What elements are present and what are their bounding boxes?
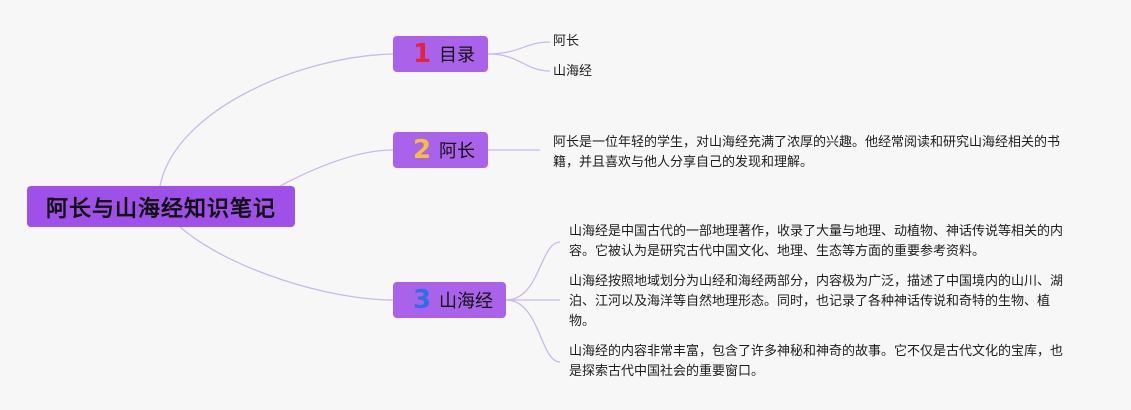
shanhaijing-paragraph-1[interactable]: 山海经是中国古代的一部地理著作，收录了大量与地理、动植物、神话传说等相关的内容。…: [569, 224, 1064, 259]
link-root-to-shanhaijing: [179, 226, 394, 301]
link-root-to-mulu: [159, 53, 394, 187]
number-one-icon: 1: [412, 39, 432, 69]
link-shj-to-para3: [505, 299, 561, 363]
number-two-icon: 2: [412, 135, 432, 165]
link-mulu-to-leaf-achang: [487, 41, 551, 55]
branch-label-mulu: 目录: [439, 45, 475, 66]
number-three-icon: 3: [412, 285, 432, 315]
link-mulu-to-leaf-shanhaijing: [487, 53, 551, 72]
branch-label-achang: 阿长: [439, 141, 475, 162]
shanhaijing-paragraph-2[interactable]: 山海经按照地域划分为山经和海经两部分，内容极为广泛，描述了中国境内的山川、湖泊、…: [569, 274, 1064, 329]
root-node-title[interactable]: 阿长与山海经知识笔记: [27, 186, 295, 227]
branch-node-mulu[interactable]: 1 目录: [393, 36, 488, 72]
leaf-node-shanhaijing[interactable]: 山海经: [553, 64, 593, 79]
branch-label-shanhaijing: 山海经: [439, 291, 493, 312]
branch-node-shanhaijing[interactable]: 3 山海经: [393, 282, 506, 318]
link-root-to-achang: [279, 149, 394, 187]
branch-node-achang[interactable]: 2 阿长: [393, 132, 488, 168]
leaf-node-achang[interactable]: 阿长: [553, 34, 580, 49]
achang-description[interactable]: 阿长是一位年轻的学生，对山海经充满了浓厚的兴趣。他经常阅读和研究山海经相关的书籍…: [553, 135, 1061, 170]
shanhaijing-paragraph-3[interactable]: 山海经的内容非常丰富，包含了许多神秘和神奇的故事。它不仅是古代文化的宝库，也是探…: [569, 344, 1064, 379]
link-shj-to-para1: [505, 241, 561, 301]
